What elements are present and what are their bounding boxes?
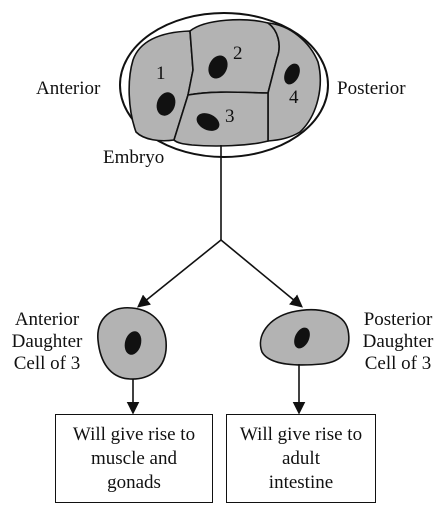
cell-4-label: 4 bbox=[289, 87, 299, 108]
posterior-label: Posterior bbox=[337, 78, 406, 99]
posterior-fate-line: adult bbox=[282, 447, 320, 469]
posterior-daughter-label-line: Posterior bbox=[363, 309, 433, 330]
posterior-daughter-label-line: Daughter bbox=[362, 331, 434, 352]
cell-3 bbox=[173, 91, 269, 147]
posterior-daughter-label: Posterior Daughter Cell of 3 bbox=[352, 309, 444, 375]
arrow-to-anterior-daughter bbox=[137, 239, 222, 308]
posterior-daughter-nucleus bbox=[294, 327, 310, 349]
anterior-label: Anterior bbox=[36, 78, 101, 99]
cell-3-nucleus bbox=[196, 113, 220, 131]
anterior-fate-line: gonads bbox=[107, 471, 161, 493]
cell-1-nucleus bbox=[156, 92, 176, 116]
cell-4-nucleus bbox=[284, 63, 300, 85]
anterior-fate-box: Will give rise to muscle and gonads bbox=[55, 414, 213, 503]
posterior-fate-box: Will give rise to adult intestine bbox=[226, 414, 376, 503]
posterior-fate-line: Will give rise to bbox=[239, 423, 363, 445]
anterior-fate-line: muscle and bbox=[90, 447, 177, 469]
cell-2-nucleus bbox=[208, 55, 228, 79]
cell-2-label: 2 bbox=[233, 43, 243, 64]
anterior-fate-line: Will give rise to bbox=[72, 423, 196, 445]
anterior-daughter-label: Anterior Daughter Cell of 3 bbox=[4, 309, 90, 375]
posterior-fate-line: intestine bbox=[268, 471, 334, 493]
cell-3-label: 3 bbox=[225, 106, 235, 127]
anterior-daughter-label-line: Daughter bbox=[11, 331, 83, 352]
anterior-daughter-label-line: Anterior bbox=[14, 309, 80, 330]
embryo-label: Embryo bbox=[103, 147, 165, 168]
posterior-daughter-label-line: Cell of 3 bbox=[364, 353, 432, 374]
anterior-daughter-nucleus bbox=[124, 331, 142, 355]
arrow-to-posterior-daughter bbox=[220, 239, 303, 308]
cell-1 bbox=[128, 30, 194, 142]
anterior-daughter-label-line: Cell of 3 bbox=[13, 353, 81, 374]
cell-1-label: 1 bbox=[156, 63, 166, 84]
